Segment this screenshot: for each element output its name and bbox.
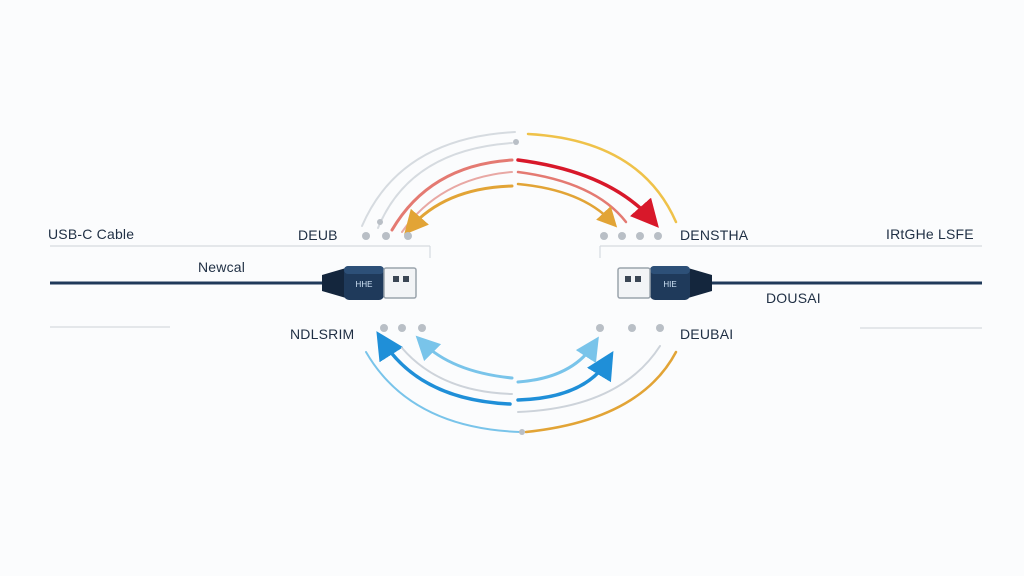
- guide-lines: [50, 245, 982, 329]
- top-arcs-right: [516, 132, 678, 228]
- left-plug-text: HHE: [356, 280, 373, 289]
- label-ndlsrim: NDLSRIM: [290, 326, 355, 342]
- dot: [618, 232, 626, 240]
- arc-bottom-left-outer: [365, 351, 521, 433]
- dot: [519, 429, 525, 435]
- left-plug-strain-relief: [322, 268, 346, 298]
- dot: [654, 232, 662, 240]
- dot: [513, 139, 519, 145]
- dot: [380, 324, 388, 332]
- dot: [418, 324, 426, 332]
- left-plug-connector: [383, 267, 417, 299]
- left-plug-pin: [393, 276, 399, 282]
- arc-top-right-salmon: [516, 170, 628, 224]
- arc-bottom-left-gray: [401, 347, 513, 395]
- label-deub: DEUB: [298, 227, 338, 243]
- arc-top-left-salmon: [390, 158, 514, 232]
- arc-bottom-left-lblue: [415, 335, 514, 380]
- right-plug-connector: [617, 267, 651, 299]
- left-usb-plug: HHE: [50, 266, 417, 300]
- label-densitha: DENSTHA: [680, 227, 749, 243]
- right-plug-body: [650, 266, 690, 300]
- dot: [628, 324, 636, 332]
- dot: [398, 324, 406, 332]
- arc-top-right-gold: [526, 132, 678, 224]
- dot: [362, 232, 370, 240]
- dot: [596, 324, 604, 332]
- arc-bottom-right-gold: [524, 350, 678, 434]
- arc-top-left-mid: [377, 142, 513, 229]
- label-dousal: DOUSAI: [766, 290, 821, 306]
- label-deubai: DEUBAI: [680, 326, 734, 342]
- right-usb-plug: HIE: [617, 266, 982, 300]
- left-plug-body-shade: [344, 266, 384, 274]
- label-irtghe-lsfe: IRtGHe LSFE: [886, 226, 974, 242]
- dot: [404, 232, 412, 240]
- right-plug-pin: [625, 276, 631, 282]
- right-plug-text: HIE: [663, 280, 676, 289]
- label-newcal: Newcal: [198, 259, 246, 275]
- arc-bottom-left-blue: [376, 331, 512, 406]
- connection-dots: [362, 139, 664, 435]
- arc-bottom-right-blue: [516, 351, 614, 402]
- dot: [600, 232, 608, 240]
- bottom-arcs-right: [516, 336, 678, 434]
- left-plug-pin: [403, 276, 409, 282]
- arc-top-left-light: [401, 171, 513, 233]
- arc-top-right-orange: [516, 182, 618, 228]
- arc-top-left-orange: [404, 184, 514, 235]
- top-arcs-left: [361, 131, 516, 235]
- label-usb-c-cable: USB-C Cable: [48, 226, 135, 242]
- left-plug-body: [344, 266, 384, 300]
- dot: [656, 324, 664, 332]
- right-plug-body-shade: [650, 266, 690, 274]
- bottom-arcs-left: [365, 331, 521, 433]
- arc-top-right-red: [516, 158, 659, 228]
- right-plug-pin: [635, 276, 641, 282]
- dot: [636, 232, 644, 240]
- arc-top-left-outer: [361, 131, 516, 227]
- arc-bottom-right-gray: [517, 345, 661, 413]
- right-plug-strain-relief: [688, 268, 712, 298]
- arc-bottom-right-lblue: [516, 336, 599, 384]
- dot: [382, 232, 390, 240]
- dot: [377, 219, 383, 225]
